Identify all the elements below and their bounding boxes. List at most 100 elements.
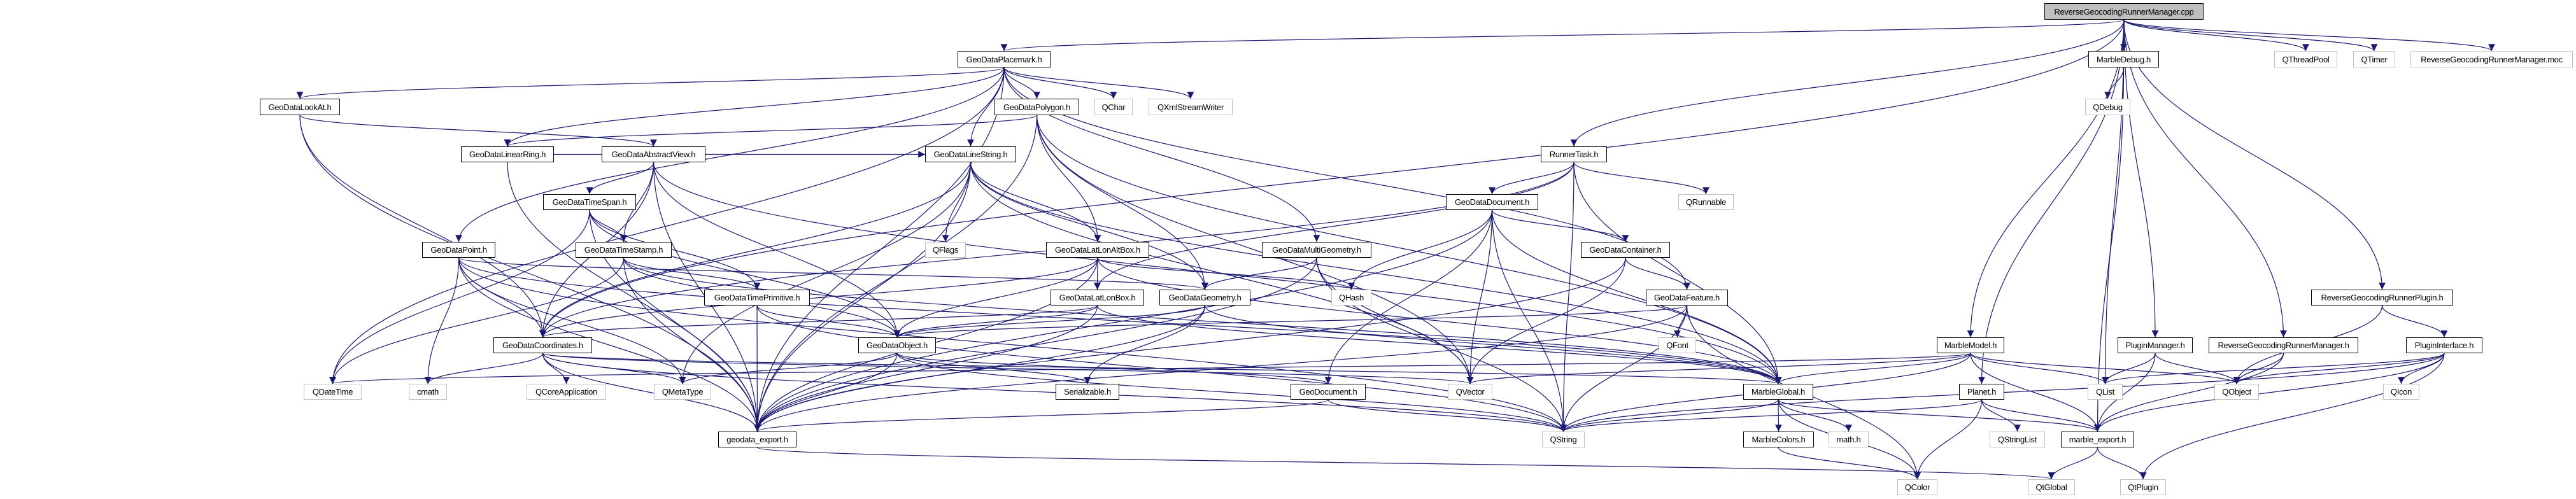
edge-plugininterface-to-qicon <box>2398 353 2445 384</box>
edge-cpp-to-qlist <box>2102 19 2125 384</box>
node-linestring[interactable]: GeoDataLineString.h <box>925 146 1016 162</box>
edge-placemark-to-qdatetime <box>329 67 1005 384</box>
edge-placemark-to-lookat <box>297 67 1005 99</box>
node-marblemodel[interactable]: MarbleModel.h <box>1937 337 2004 353</box>
node-qtplugin: QtPlugin <box>2120 479 2166 495</box>
edge-lookat-to-geodataexport <box>299 115 761 432</box>
node-qcoreapp: QCoreApplication <box>527 384 606 400</box>
edge-plugininterface-to-qobject <box>2233 353 2445 384</box>
node-qhash: QHash <box>1331 290 1371 306</box>
node-geometry[interactable]: GeoDataGeometry.h <box>1159 290 1250 306</box>
node-lookat[interactable]: GeoDataLookAt.h <box>260 99 340 115</box>
node-object[interactable]: GeoDataObject.h <box>858 337 936 353</box>
edge-geodocument-to-geodataexport <box>754 399 1329 432</box>
node-geodataexport[interactable]: geodata_export.h <box>718 432 796 447</box>
edge-pluginmanager-to-marbleexport <box>2094 353 2156 432</box>
node-geodocument[interactable]: GeoDocument.h <box>1291 384 1366 400</box>
edge-timespan-to-timeprimitive <box>589 209 761 290</box>
edge-timestamp-to-timeprimitive <box>623 257 761 290</box>
node-marbleexport[interactable]: marble_export.h <box>2061 432 2134 447</box>
node-qvector: QVector <box>1448 384 1492 400</box>
node-point[interactable]: GeoDataPoint.h <box>422 242 495 258</box>
edge-marblecolors-to-qcolor <box>1778 447 1921 480</box>
edge-cpp-to-marblemodel <box>1967 19 2125 338</box>
node-planet[interactable]: Planet.h <box>1959 384 2004 400</box>
edge-document-to-qstring <box>1491 209 1567 432</box>
edge-timespan-to-qdatetime <box>329 209 590 384</box>
edge-linestring-to-qmetatype <box>679 162 972 384</box>
node-coordinates[interactable]: GeoDataCoordinates.h <box>493 337 592 353</box>
node-polygon[interactable]: GeoDataPolygon.h <box>994 99 1079 115</box>
node-marbleglobal[interactable]: MarbleGlobal.h <box>1743 384 1813 400</box>
edge-abstractview-to-object <box>653 162 901 338</box>
node-marblecolors[interactable]: MarbleColors.h <box>1743 432 1814 447</box>
edge-point-to-cmath <box>424 257 460 384</box>
edge-runnertask-to-marbleglobal <box>1573 162 1782 384</box>
edge-planet-to-qstringlist <box>1981 399 2021 432</box>
node-timestamp[interactable]: GeoDataTimeStamp.h <box>576 242 672 258</box>
edge-linestring-to-geodataexport <box>754 162 972 432</box>
node-serializable[interactable]: Serializable.h <box>1056 384 1119 400</box>
edge-timespan-to-object <box>589 209 901 338</box>
node-timespan[interactable]: GeoDataTimeSpan.h <box>543 194 636 210</box>
edge-timestamp-to-marbleglobal <box>623 257 1782 384</box>
edge-planet-to-marbleexport <box>1981 399 2101 432</box>
edge-abstractview-to-timestamp <box>620 162 655 242</box>
node-linearring[interactable]: GeoDataLinearRing.h <box>461 146 554 162</box>
edge-container-to-geodataexport <box>754 257 1626 432</box>
node-qtimer: QTimer <box>2353 51 2395 67</box>
edge-geodocument-to-qstring <box>1327 399 1567 432</box>
edge-plugininterface-to-qlist <box>2102 353 2445 384</box>
node-placemark[interactable]: GeoDataPlacemark.h <box>958 51 1051 67</box>
node-timeprimitive[interactable]: GeoDataTimePrimitive.h <box>704 290 810 306</box>
edge-marblemodel-to-qvector <box>1466 353 1971 384</box>
edge-feature-to-object <box>894 305 1688 338</box>
node-document[interactable]: GeoDataDocument.h <box>1446 194 1538 210</box>
edge-timeprimitive-to-geodataexport <box>754 305 761 432</box>
edge-placemark-to-multigeometry <box>1003 67 1320 242</box>
edge-document-to-geodataexport <box>754 209 1493 432</box>
edge-marbleexport-to-qtglobal <box>2048 447 2098 480</box>
edge-point-to-marbleglobal <box>458 257 1782 384</box>
edge-pluginmanager-to-qlist <box>2102 353 2156 384</box>
edge-polygon-to-linearring <box>504 115 1038 147</box>
node-marbledebug[interactable]: MarbleDebug.h <box>2088 51 2159 67</box>
edge-marbleglobal-to-marbleexport <box>1778 399 2101 432</box>
edge-latlonbox-to-marbleglobal <box>1096 305 1782 384</box>
edge-multigeometry-to-geodataexport <box>754 257 1317 432</box>
edge-cpp-to-qtimer <box>2123 19 2378 52</box>
edge-placemark-to-polygon <box>1003 67 1040 99</box>
edge-marblemodel-to-qlist <box>1970 353 2109 384</box>
node-qmetatype: QMetaType <box>654 384 711 400</box>
edge-geometry-to-serializable <box>1084 305 1206 384</box>
edge-marblemodel-to-qdatetime <box>330 353 1971 384</box>
node-plugininterface[interactable]: PluginInterface.h <box>2406 337 2482 353</box>
node-cpp[interactable]: ReverseGeocodingRunnerManager.cpp <box>2044 3 2204 20</box>
node-rgrplugin[interactable]: ReverseGeocodingRunnerPlugin.h <box>2311 290 2453 306</box>
edge-document-to-qvector <box>1466 209 1493 384</box>
edge-document-to-qhash <box>1348 209 1493 290</box>
node-cmath: cmath <box>409 384 447 400</box>
node-qcolor: QColor <box>1897 479 1937 495</box>
edge-polygon-to-latlonaltbox <box>1036 115 1101 242</box>
node-container[interactable]: GeoDataContainer.h <box>1581 242 1670 258</box>
node-pluginmanager[interactable]: PluginManager.h <box>2118 337 2193 353</box>
node-abstractview[interactable]: GeoDataAbstractView.h <box>602 146 705 162</box>
node-rgrmanager[interactable]: ReverseGeocodingRunnerManager.h <box>2209 337 2358 353</box>
node-latlonaltbox[interactable]: GeoDataLatLonAltBox.h <box>1046 242 1149 258</box>
edge-marbleexport-to-qtplugin <box>2097 447 2147 480</box>
edge-planet-to-qstring <box>1560 399 1983 432</box>
edge-planet-to-qcolor <box>1914 399 1983 480</box>
node-qthreadpool: QThreadPool <box>2274 51 2337 67</box>
node-runnertask[interactable]: RunnerTask.h <box>1541 146 1607 162</box>
node-latlonbox[interactable]: GeoDataLatLonBox.h <box>1051 290 1144 306</box>
node-multigeometry[interactable]: GeoDataMultiGeometry.h <box>1262 242 1371 258</box>
edge-coordinates-to-qcoreapp <box>542 353 570 384</box>
edge-feature-to-qfont <box>1674 305 1688 338</box>
node-qfont: QFont <box>1659 337 1696 353</box>
edge-runnertask-to-document <box>1489 162 1575 195</box>
edge-cpp-to-rgrmanager <box>2123 19 2287 338</box>
node-feature[interactable]: GeoDataFeature.h <box>1646 290 1728 306</box>
node-qflags: QFlags <box>925 242 966 258</box>
